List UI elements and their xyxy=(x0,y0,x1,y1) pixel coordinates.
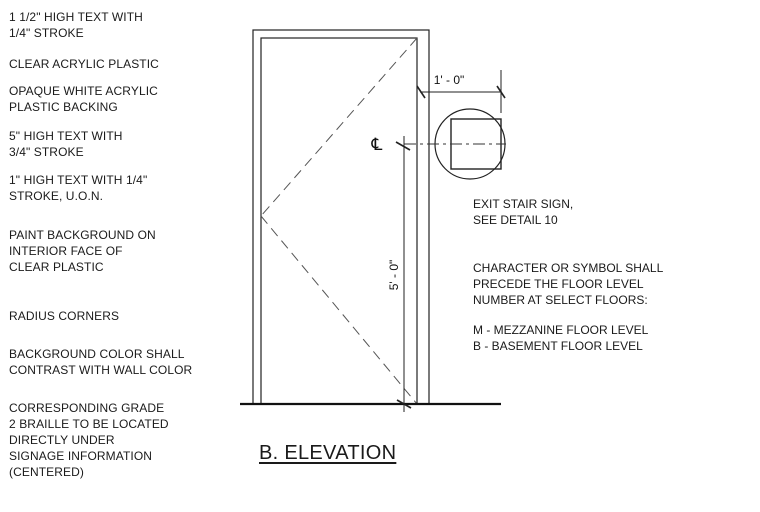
height-dimension xyxy=(395,136,412,412)
note-background-color: BACKGROUND COLOR SHALL CONTRAST WITH WAL… xyxy=(9,347,193,377)
note-paint-background: PAINT BACKGROUND ON INTERIOR FACE OF CLE… xyxy=(9,228,156,274)
centerline-symbol: ℄ xyxy=(371,135,383,155)
door-swing-lines xyxy=(260,37,418,405)
note-braille: CORRESPONDING GRADE 2 BRAILLE TO BE LOCA… xyxy=(9,401,169,479)
drawing-title: B. ELEVATION xyxy=(259,442,397,464)
note-opaque-backing: OPAQUE WHITE ACRYLIC PLASTIC BACKING xyxy=(9,84,158,114)
note-floor-legend: M - MEZZANINE FLOOR LEVEL B - BASEMENT F… xyxy=(473,323,649,353)
width-dimension-label: 1' - 0" xyxy=(434,73,465,87)
note-5in-text: 5" HIGH TEXT WITH 3/4" STROKE xyxy=(9,129,123,159)
note-clear-acrylic: CLEAR ACRYLIC PLASTIC xyxy=(9,57,159,71)
note-exit-stair-sign: EXIT STAIR SIGN, SEE DETAIL 10 xyxy=(473,197,574,227)
height-dimension-label: 5' - 0" xyxy=(387,260,401,291)
door-frame xyxy=(252,29,430,405)
note-radius-corners: RADIUS CORNERS xyxy=(9,309,120,323)
width-dimension xyxy=(416,70,506,113)
note-floor-level: CHARACTER OR SYMBOL SHALL PRECEDE THE FL… xyxy=(473,261,664,307)
note-1in-text: 1" HIGH TEXT WITH 1/4" STROKE, U.O.N. xyxy=(9,173,148,203)
note-text-height: 1 1/2" HIGH TEXT WITH 1/4" STROKE xyxy=(9,10,143,40)
